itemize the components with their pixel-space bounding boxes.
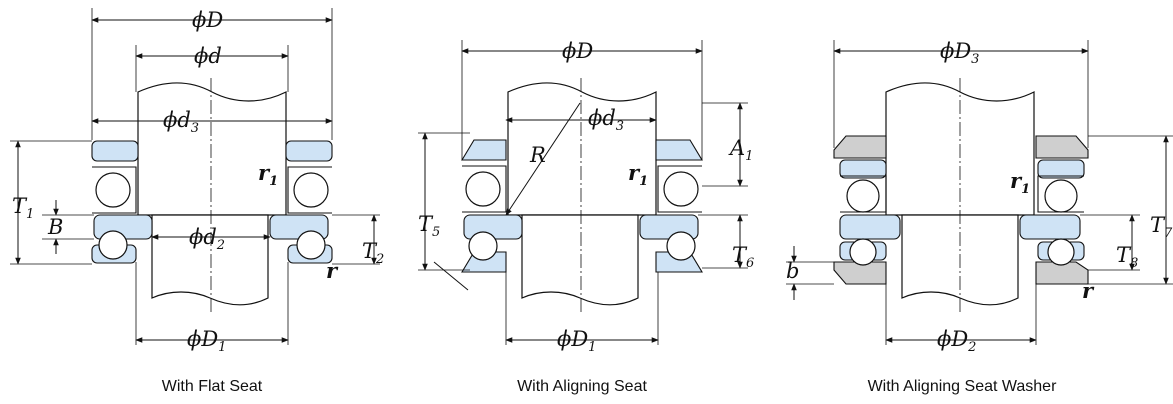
label-T6: T6 bbox=[732, 243, 754, 271]
diagram-flat-seat: ϕD ϕd ϕd3 ϕd2 ϕD1 T1 B T2 r1 r With Flat… bbox=[10, 8, 384, 395]
label-D1: ϕD1 bbox=[557, 327, 596, 355]
label-T7: T7 bbox=[1150, 213, 1173, 241]
caption-aligning-seat-washer: With Aligning Seat Washer bbox=[868, 378, 1058, 395]
label-d3: ϕd3 bbox=[163, 108, 199, 136]
diagram-aligning-seat: ϕD ϕd3 R A1 r1 T5 T6 ϕD1 With Aligning S… bbox=[418, 39, 754, 395]
label-A1: A1 bbox=[728, 136, 753, 164]
label-T8: T8 bbox=[1116, 243, 1138, 271]
label-D3: ϕD3 bbox=[940, 39, 979, 67]
label-R: R bbox=[529, 143, 546, 167]
label-D: ϕD bbox=[192, 8, 223, 32]
label-T2: T2 bbox=[362, 239, 384, 267]
label-D1: ϕD1 bbox=[187, 327, 226, 355]
shaft bbox=[137, 82, 287, 306]
ball-rows bbox=[462, 165, 702, 261]
ball-row-lower bbox=[98, 230, 326, 260]
shaft bbox=[507, 82, 657, 306]
ball-row-upper bbox=[92, 166, 332, 214]
label-b: b bbox=[786, 259, 799, 283]
label-d: ϕd bbox=[194, 44, 222, 68]
label-T1: T1 bbox=[12, 194, 34, 222]
diagram-aligning-seat-washer: ϕD3 r1 T7 T8 b r ϕD2 With Aligning Seat … bbox=[786, 39, 1173, 395]
label-r1: r1 bbox=[1010, 168, 1030, 197]
label-d3: ϕd3 bbox=[588, 106, 624, 134]
label-d2: ϕd2 bbox=[189, 225, 225, 253]
shaft-washer-upper bbox=[91, 140, 333, 162]
ball-rows bbox=[840, 175, 1084, 266]
caption-aligning-seat: With Aligning Seat bbox=[517, 378, 647, 395]
caption-flat-seat: With Flat Seat bbox=[162, 378, 263, 395]
label-r1: r1 bbox=[258, 160, 278, 189]
label-r1: r1 bbox=[628, 160, 648, 189]
label-r: r bbox=[326, 258, 339, 283]
label-r: r bbox=[1082, 278, 1095, 303]
label-T5: T5 bbox=[418, 212, 440, 240]
label-B: B bbox=[47, 215, 63, 239]
label-D2: ϕD2 bbox=[937, 327, 976, 355]
label-D: ϕD bbox=[562, 39, 593, 63]
aligning-seat-washers-gray bbox=[833, 135, 1089, 285]
